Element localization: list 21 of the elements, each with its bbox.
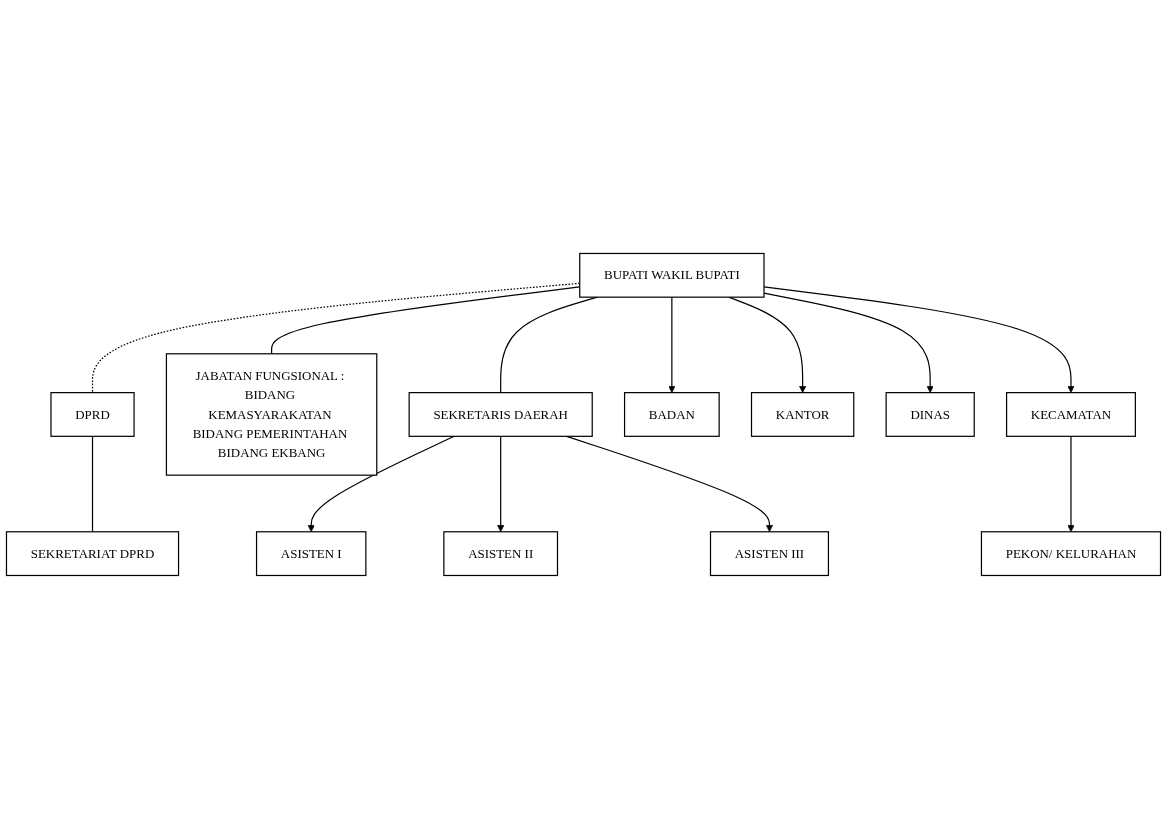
connector bbox=[91, 435, 94, 533]
arrow bbox=[763, 286, 1075, 393]
arrow bbox=[763, 292, 934, 393]
node-box: ASISTEN I bbox=[255, 531, 367, 577]
node-box: BUPATI WAKIL BUPATI bbox=[579, 252, 765, 298]
node-box: PEKON/ KELURAHAN bbox=[980, 531, 1162, 577]
arrow bbox=[497, 435, 505, 533]
node-box: KECAMATAN bbox=[1006, 392, 1136, 437]
node-box: SEKRETARIAT DPRD bbox=[5, 531, 180, 577]
node-box: DPRD bbox=[50, 392, 135, 437]
node-box: DINAS bbox=[885, 392, 975, 437]
node-box: SEKRETARIS DAERAH bbox=[408, 392, 593, 437]
arrow bbox=[566, 435, 774, 533]
node-box: ASISTEN III bbox=[709, 531, 830, 577]
arrow bbox=[1067, 435, 1075, 533]
node-box: ASISTEN II bbox=[443, 531, 559, 577]
node-box: JABATAN FUNGSIONAL : BIDANG KEMASYARAKATAN BIDANG PEMERINTAHAN BIDANG EKBANG bbox=[165, 353, 378, 476]
node-box: KANTOR bbox=[750, 392, 855, 437]
arrow bbox=[668, 296, 676, 393]
node-box: BADAN bbox=[623, 392, 720, 437]
arrow bbox=[307, 435, 455, 533]
